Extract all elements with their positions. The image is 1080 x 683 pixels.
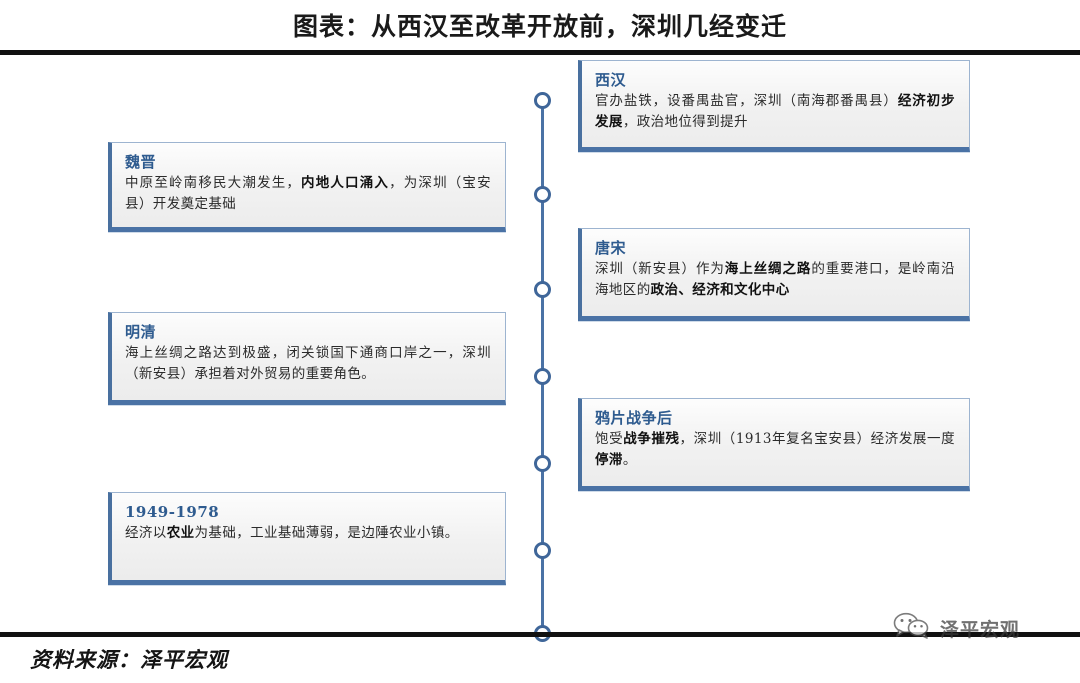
timeline-card-body: 饱受战争摧残，深圳（1913年复名宝安县）经济发展一度停滞。 — [595, 431, 955, 468]
timeline-card-heading: 1949-1978 — [125, 503, 220, 521]
title-area: 图表：从西汉至改革开放前，深圳几经变迁 — [0, 0, 1080, 50]
timeline-node-1 — [534, 92, 551, 109]
footer-divider-rule — [0, 632, 1080, 637]
watermark-label: 泽平宏观 — [940, 618, 1021, 641]
header-divider-rule — [0, 50, 1080, 55]
timeline-card-body: 中原至岭南移民大潮发生，内地人口涌入，为深圳（宝安县）开发奠定基础 — [125, 175, 491, 212]
timeline-card-heading: 唐宋 — [595, 239, 627, 257]
timeline-spine — [541, 100, 544, 635]
page-title: 图表：从西汉至改革开放前，深圳几经变迁 — [292, 12, 787, 41]
timeline-node-5 — [534, 455, 551, 472]
timeline-node-6 — [534, 542, 551, 559]
timeline-card-body: 经济以农业为基础，工业基础薄弱，是边陲农业小镇。 — [125, 525, 459, 542]
timeline-card-mingqing[interactable]: 明清 海上丝绸之路达到极盛，闭关锁国下通商口岸之一，深圳（新安县）承担着对外贸易… — [108, 312, 506, 405]
timeline-card-modern[interactable]: 1949-1978 经济以农业为基础，工业基础薄弱，是边陲农业小镇。 — [108, 492, 506, 585]
timeline-card-xihan[interactable]: 西汉 官办盐铁，设番禺盐官，深圳（南海郡番禺县）经济初步发展，政治地位得到提升 — [578, 60, 970, 152]
timeline-card-heading: 明清 — [125, 323, 157, 341]
timeline-card-tangsong[interactable]: 唐宋 深圳（新安县）作为海上丝绸之路的重要港口，是岭南沿海地区的政治、经济和文化… — [578, 228, 970, 321]
timeline-card-heading: 魏晋 — [125, 153, 157, 171]
timeline-card-weijin[interactable]: 魏晋 中原至岭南移民大潮发生，内地人口涌入，为深圳（宝安县）开发奠定基础 — [108, 142, 506, 232]
timeline-node-4 — [534, 368, 551, 385]
timeline-node-3 — [534, 281, 551, 298]
timeline-card-yapian[interactable]: 鸦片战争后 饱受战争摧残，深圳（1913年复名宝安县）经济发展一度停滞。 — [578, 398, 970, 491]
watermark: 泽平宏观 — [893, 612, 1020, 644]
timeline-card-heading: 鸦片战争后 — [595, 409, 673, 427]
timeline-card-body: 官办盐铁，设番禺盐官，深圳（南海郡番禺县）经济初步发展，政治地位得到提升 — [595, 93, 955, 130]
timeline-node-2 — [534, 186, 551, 203]
timeline-card-heading: 西汉 — [595, 71, 627, 89]
source-note: 资料来源：泽平宏观 — [30, 647, 228, 672]
wechat-icon — [893, 612, 933, 644]
timeline-card-body: 深圳（新安县）作为海上丝绸之路的重要港口，是岭南沿海地区的政治、经济和文化中心 — [595, 261, 955, 298]
timeline-card-body: 海上丝绸之路达到极盛，闭关锁国下通商口岸之一，深圳（新安县）承担着对外贸易的重要… — [125, 345, 491, 382]
